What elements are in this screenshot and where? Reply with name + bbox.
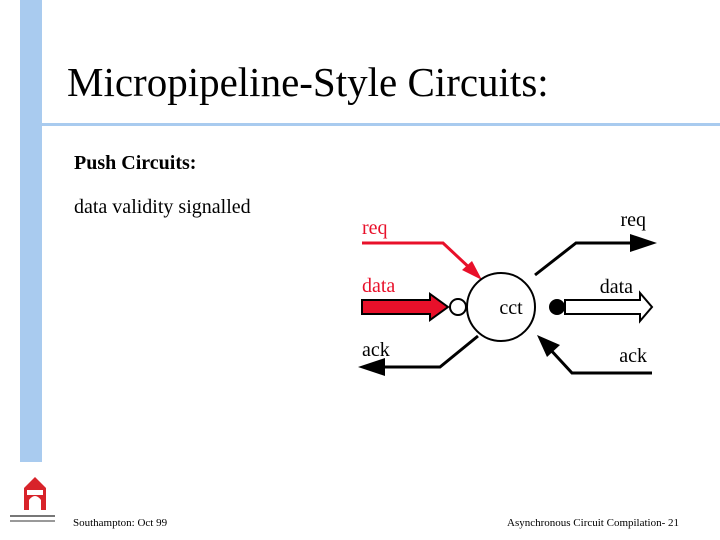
output-ack-wire xyxy=(546,345,652,375)
output-data-bundle-arrow xyxy=(564,290,654,324)
footer-date: Southampton: Oct 99 xyxy=(73,517,168,529)
input-req-label: req xyxy=(362,217,388,239)
accent-bar xyxy=(20,0,42,462)
output-data-label: data xyxy=(600,276,633,298)
title-rule xyxy=(40,123,720,126)
input-data-bundle-arrow xyxy=(361,292,450,322)
output-ack-arrowhead xyxy=(537,335,560,357)
input-data-label: data xyxy=(362,275,395,297)
input-ack-wire xyxy=(380,334,479,369)
section-heading: Push Circuits: xyxy=(74,152,197,174)
circuit-node xyxy=(466,272,536,342)
input-ack-arrowhead xyxy=(358,358,385,376)
input-ack-label: ack xyxy=(362,339,390,361)
input-req-wire xyxy=(362,241,476,274)
slide-title: Micropipeline-Style Circuits: xyxy=(67,59,549,105)
input-req-arrowhead xyxy=(462,261,482,280)
output-bubble-filled xyxy=(549,299,565,315)
output-ack-label: ack xyxy=(619,345,647,367)
footer-slide-info: Asynchronous Circuit Compilation- 21 xyxy=(507,517,680,529)
output-req-label: req xyxy=(620,209,646,231)
description-text: data validity signalled xyxy=(74,196,251,218)
circuit-label: cct xyxy=(499,297,523,319)
university-logo xyxy=(10,477,55,522)
input-bubble-open xyxy=(449,298,467,316)
output-req-arrowhead xyxy=(630,234,657,252)
output-req-wire xyxy=(534,241,635,277)
